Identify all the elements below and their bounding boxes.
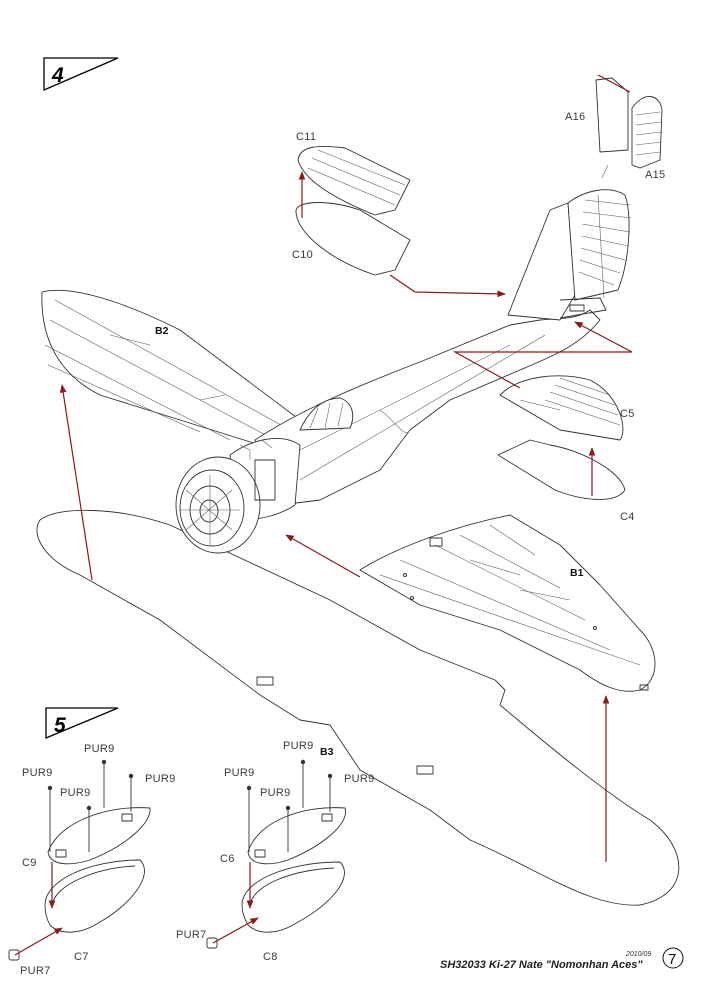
label-c7: C7 xyxy=(74,951,89,963)
label-pur9-g: PUR9 xyxy=(260,787,291,799)
label-pur9-a: PUR9 xyxy=(84,743,115,755)
upper-wing-right xyxy=(359,514,656,692)
left-wing-outline xyxy=(41,289,306,446)
label-c4: C4 xyxy=(620,511,635,523)
fuselage xyxy=(254,309,601,506)
label-pur7-right: PUR7 xyxy=(176,929,207,941)
part-c6 xyxy=(247,807,347,865)
label-b2: B2 xyxy=(155,325,169,337)
label-pur7-left: PUR7 xyxy=(20,965,51,977)
footer-date: 2010/09 xyxy=(625,951,651,958)
footer-title: SH32033 Ki-27 Nate "Nomonhan Aces" xyxy=(440,959,643,971)
right-wing-outline xyxy=(359,514,656,692)
cowling-front xyxy=(175,456,261,554)
step-4-arrows xyxy=(59,74,633,862)
label-c9: C9 xyxy=(22,857,37,869)
wing-hatch-right xyxy=(416,765,434,775)
part-c4 xyxy=(497,439,626,500)
label-c8: C8 xyxy=(263,951,278,963)
label-pur9-b: PUR9 xyxy=(22,767,53,779)
part-c7 xyxy=(44,859,145,933)
label-pur9-e: PUR9 xyxy=(283,740,314,752)
label-pur9-f: PUR9 xyxy=(224,767,255,779)
vertical-fin xyxy=(507,202,576,321)
parts-c5-c4 xyxy=(497,375,626,500)
label-a16: A16 xyxy=(565,111,585,123)
label-pur9-d: PUR9 xyxy=(145,773,176,785)
parts-a16-a15 xyxy=(595,77,663,179)
label-c5: C5 xyxy=(620,408,635,420)
label-c6: C6 xyxy=(220,853,235,865)
cockpit-canopy-frame xyxy=(299,397,354,431)
parts-c11-c10 xyxy=(295,146,411,276)
part-c9 xyxy=(47,807,151,865)
label-c11: C11 xyxy=(296,131,316,143)
step-4-number: 4 xyxy=(51,64,64,87)
label-c10: C10 xyxy=(292,249,313,261)
label-a15: A15 xyxy=(645,169,665,181)
upper-wing-left xyxy=(41,289,306,446)
engine-cylinders xyxy=(179,469,245,547)
engine-cowling xyxy=(175,438,301,554)
step-4-badge: 4 xyxy=(43,57,119,91)
part-c10 xyxy=(295,202,411,276)
label-pur9-c: PUR9 xyxy=(60,787,91,799)
label-b1: B1 xyxy=(570,567,584,579)
part-c5 xyxy=(499,375,624,441)
part-c8 xyxy=(241,861,345,933)
footer: 2010/09 SH32033 Ki-27 Nate "Nomonhan Ace… xyxy=(440,947,684,971)
wheel-spat-left xyxy=(8,759,151,961)
label-pur9-h: PUR9 xyxy=(344,773,375,785)
wing-hatch-left xyxy=(256,676,274,686)
step-5-badge: 5 xyxy=(45,707,119,739)
label-b3: B3 xyxy=(320,746,334,758)
rudder xyxy=(567,189,630,301)
tail-assembly xyxy=(507,189,632,321)
page-number: 7 xyxy=(668,951,676,968)
wheel-spat-right xyxy=(206,759,347,949)
part-a16 xyxy=(595,77,629,153)
step-5-number: 5 xyxy=(54,714,66,737)
